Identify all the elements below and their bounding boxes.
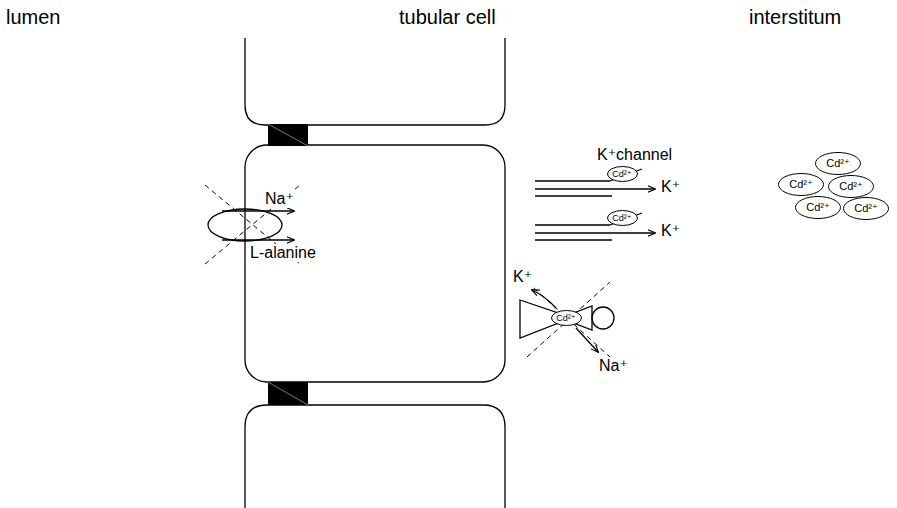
ion-label: Na⁺ bbox=[264, 190, 295, 208]
cadmium-ion: Cd²⁺ bbox=[828, 175, 874, 198]
cadmium-ion: Cd²⁺ bbox=[607, 166, 638, 182]
ion-label: K⁺ bbox=[512, 268, 533, 286]
ion-text: Cd²⁺ bbox=[806, 202, 830, 213]
ion-label: K⁺ bbox=[660, 222, 681, 240]
ion-label: Na⁺ bbox=[598, 357, 629, 375]
region-label: lumen bbox=[5, 6, 61, 28]
cadmium-ion: Cd²⁺ bbox=[778, 173, 824, 196]
ion-label: K⁺ bbox=[660, 178, 681, 196]
ion-text: Cd²⁺ bbox=[826, 158, 850, 169]
cadmium-ion: Cd²⁺ bbox=[795, 196, 841, 219]
cadmium-ion: Cd²⁺ bbox=[815, 152, 861, 175]
cadmium-ion: Cd²⁺ bbox=[843, 197, 889, 220]
ion-text: Cd²⁺ bbox=[854, 203, 878, 214]
ion-text: Cd²⁺ bbox=[612, 170, 631, 179]
cadmium-ion: Cd²⁺ bbox=[607, 210, 638, 226]
channel-label: K⁺channel bbox=[596, 146, 673, 164]
ion-text: Cd²⁺ bbox=[839, 181, 863, 192]
ion-text: Cd²⁺ bbox=[789, 179, 813, 190]
cadmium-ion: Cd²⁺ bbox=[551, 310, 582, 326]
region-label: tubular cell bbox=[398, 6, 497, 28]
ion-text: Cd²⁺ bbox=[612, 214, 631, 223]
substrate-label: L-alanine bbox=[249, 244, 317, 262]
region-label: interstitum bbox=[748, 6, 842, 28]
ion-text: Cd²⁺ bbox=[556, 314, 575, 323]
